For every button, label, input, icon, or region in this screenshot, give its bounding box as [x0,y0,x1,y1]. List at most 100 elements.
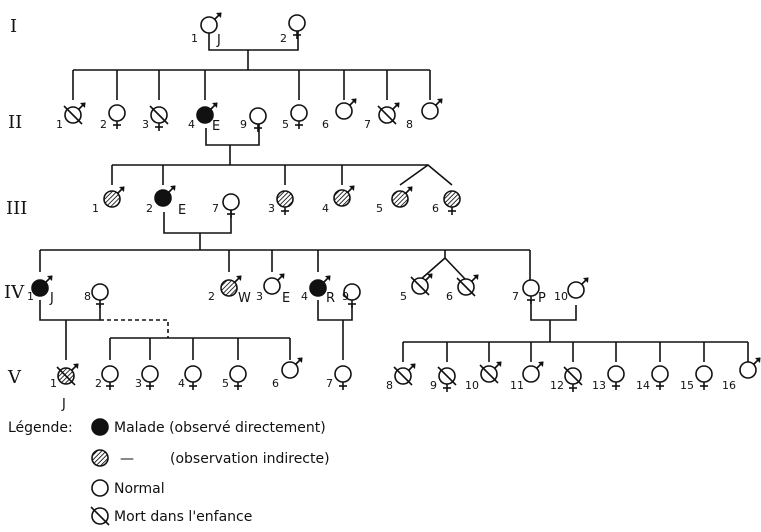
generation-label-IV: IV [4,282,25,303]
id-II-3: 3 [142,118,149,131]
individual-II-8 [421,98,443,120]
individual-I-1 [200,12,222,34]
individual-IV-7 [522,279,540,304]
individual-V-7 [334,365,352,390]
arrowhead-icon [755,357,761,363]
id-V-11: 11 [510,379,524,392]
individual-circle [739,361,757,379]
arrowhead-icon [437,98,443,104]
id-II-8: 8 [406,118,413,131]
individual-V-5 [229,365,247,390]
legend-dead-text: Mort dans l'enfance [114,509,252,525]
individual-IV-2 [220,275,242,297]
individual-circle [103,190,121,208]
individual-II-3 [149,105,169,131]
name-IV-4: R [326,291,335,306]
individual-II-7 [377,102,400,125]
deceased-slash-icon [563,366,583,386]
arrowhead-icon [351,98,357,104]
legend-title: Légende: [8,420,73,436]
individual-IV-10 [567,277,589,299]
individual-IV-4 [309,275,331,297]
individual-circle [288,14,306,32]
individual-V-10 [479,361,502,384]
arrowhead-icon [538,361,544,367]
id-IV-8: 8 [84,290,91,303]
individual-circle [200,16,218,34]
name-IV-2: W [238,291,251,306]
arrowhead-icon [236,275,242,281]
arrowhead-icon [349,185,355,191]
deceased-slash-icon [393,366,413,386]
id-III-1: 1 [92,202,99,215]
individual-circle [522,279,540,297]
individual-circle [607,365,625,383]
id-II-2: 2 [100,118,107,131]
id-III-7: 7 [212,202,219,215]
id-III-4: 4 [322,202,329,215]
arrowhead-icon [47,275,53,281]
individual-IV-9 [343,283,361,308]
legend-normal-text: Normal [114,481,165,497]
id-V-10: 10 [465,379,479,392]
id-V-6: 6 [272,377,279,390]
individual-V-4 [184,365,202,390]
deceased-slash-icon [437,366,457,386]
individual-IV-6 [456,274,479,297]
individual-circle [276,190,294,208]
individual-circle [309,279,327,297]
individual-IV-5 [410,273,433,296]
legend: Légende: Malade (observé directement) — … [8,418,330,526]
id-III-5: 5 [376,202,383,215]
id-I-1: 1 [191,32,198,45]
arrowhead-icon [216,12,222,18]
deceased-slash-icon [456,277,476,297]
legend-dead-symbol [90,506,110,526]
individual-IV-3 [263,273,285,295]
legend-indirect-symbol [91,449,109,467]
individual-V-1 [56,363,79,386]
individual-V-14 [651,365,669,390]
arrowhead-icon [407,186,413,192]
legend-affected-symbol [91,418,109,436]
id-III-3: 3 [268,202,275,215]
arrowhead-icon [170,185,176,191]
id-IV-5: 5 [400,290,407,303]
individual-labels: 1 J 2 1 2 3 4 E 9 5 6 7 8 1 2 E 7 3 4 5 … [27,32,736,412]
individual-III-6 [443,190,461,215]
id-II-6: 6 [322,118,329,131]
individual-IV-8 [91,283,109,308]
arrowhead-icon [279,273,285,279]
arrowhead-icon [394,102,400,108]
individual-circle [343,283,361,301]
individual-circle [108,104,126,122]
name-IV-3: E [282,291,290,306]
id-V-1: 1 [50,377,57,390]
generation-label-II: II [8,112,22,133]
individual-circle [695,365,713,383]
id-V-13: 13 [592,379,606,392]
legend-indirect-text: (observation indirecte) [170,451,330,467]
individual-II-6 [335,98,357,120]
individual-circle [335,102,353,120]
individual-circle [31,279,49,297]
id-III-6: 6 [432,202,439,215]
individual-V-8 [393,363,416,386]
individual-circle [651,365,669,383]
name-I-1: J [216,33,221,48]
individual-V-2 [101,365,119,390]
deceased-slash-icon [410,276,430,296]
id-V-9: 9 [430,379,437,392]
id-V-15: 15 [680,379,694,392]
individual-circle [334,365,352,383]
individual-circle [333,189,351,207]
individual-circle [263,277,281,295]
individual-circle [154,189,172,207]
individual-circle [184,365,202,383]
individual-circle [249,107,267,125]
individual-V-15 [695,365,713,390]
id-V-4: 4 [178,377,185,390]
id-V-14: 14 [636,379,650,392]
